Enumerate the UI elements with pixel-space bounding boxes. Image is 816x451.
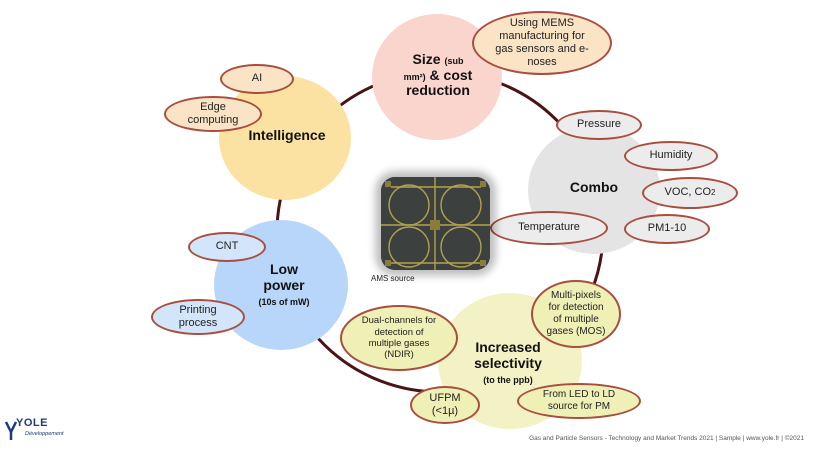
selectivity-sub: (to the ppb) [483,375,533,386]
intelligence-label: Intelligence [248,127,326,143]
selectivity-label: Increased selectivity (to the ppb) [454,339,562,387]
reduction-word: reduction [406,82,470,99]
pm-oval: PM1-10 [624,214,710,244]
ufpm-oval: UFPM (<1µ) [410,386,480,424]
power-sub: (10s of mW) [258,297,310,308]
size-word: Size [412,51,441,67]
co2-subscript: 2 [711,188,716,198]
edge-computing-oval: Edge computing [164,96,262,132]
low-word: Low [270,261,298,277]
sensor-chip-photo [381,177,490,270]
power-word: power [263,276,305,293]
led-ld-oval: From LED to LD source for PM [517,383,641,419]
chip-image [381,177,490,270]
combo-label: Combo [569,179,619,195]
intelligence-circle [219,76,351,200]
photo-source-caption: AMS source [371,274,415,283]
cnt-oval: CNT [188,232,266,262]
voc-label: VOC, CO [664,186,711,199]
cost-word: & cost [429,66,473,83]
humidity-oval: Humidity [624,141,718,171]
printing-process-oval: Printing process [151,299,245,335]
ufpm-sub: (<1µ) [431,405,459,417]
yole-logo-mark [4,421,18,440]
mems-oval: Using MEMS manufacturing for gas sensors… [472,11,612,75]
size-sub2: mm²) [403,71,426,82]
ai-oval: AI [220,64,294,94]
yole-logo-subtitle: Développement [25,431,64,437]
yole-logo-text: YOLE [16,417,48,429]
footer-text: Gas and Particle Sensors - Technology an… [529,435,804,442]
ufpm-label: UFPM [429,391,461,404]
pressure-oval: Pressure [556,110,642,140]
dual-channels-oval: Dual-channels for detection of multiple … [340,305,458,371]
low-power-label: Low power (10s of mW) [244,261,324,309]
size-cost-label: Size (sub mm²) & cost reduction [384,51,492,99]
increased-word: Increased [475,339,541,355]
multi-pixels-oval: Multi-pixels for detection of multiple g… [531,280,621,348]
temperature-oval: Temperature [490,211,608,245]
size-sub1: (sub [444,56,464,66]
selectivity-word: selectivity [474,354,542,371]
